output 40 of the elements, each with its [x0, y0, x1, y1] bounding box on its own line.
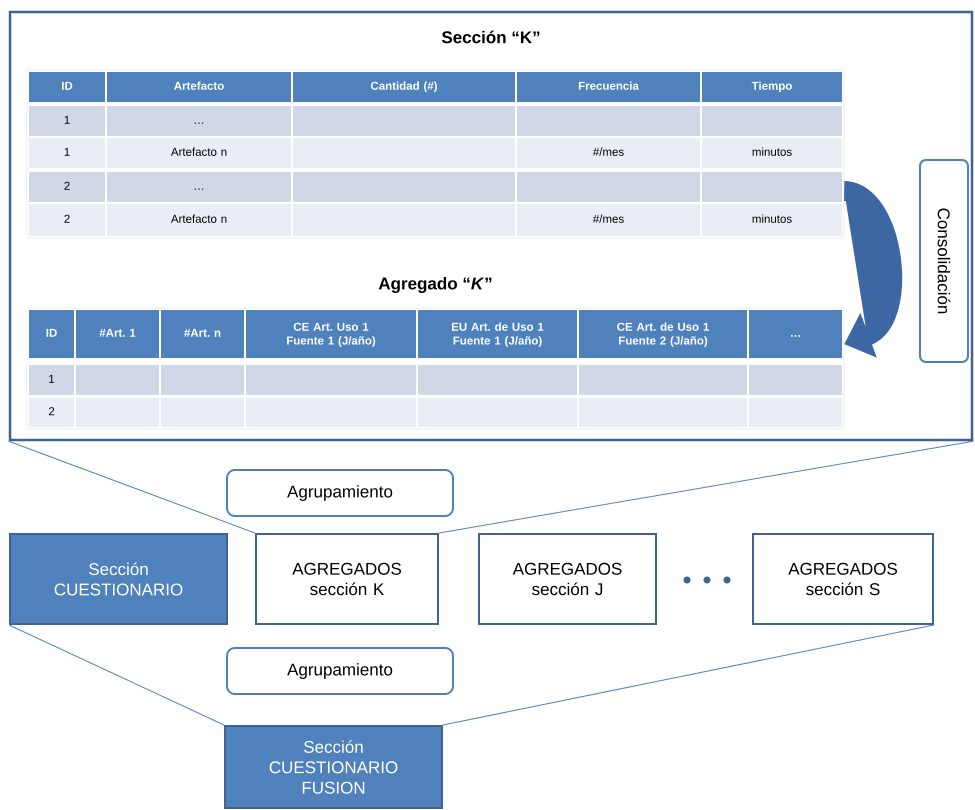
- table-header-cell: Cantidad (#): [293, 72, 515, 102]
- process-box: Consolidación: [919, 159, 969, 363]
- table-header-cell: Frecuencia: [517, 72, 700, 102]
- table-header-cell: CE Art. de Uso 1 Fuente 2 (J/año): [579, 310, 747, 358]
- table-cell: #/mes: [517, 204, 700, 236]
- table-header-cell: ID: [29, 310, 74, 358]
- table-cell: Artefacto n: [107, 204, 291, 236]
- process-box: Sección CUESTIONARIO: [9, 533, 228, 625]
- table-cell: …: [107, 106, 291, 136]
- table-header-cell: CE Art. Uso 1 Fuente 1 (J/año): [246, 310, 416, 358]
- table-header-cell: Artefacto: [107, 72, 291, 102]
- process-box: AGREGADOS sección K: [255, 533, 439, 625]
- process-box: Agrupamiento: [226, 469, 454, 517]
- connector-line: [8, 624, 224, 726]
- table-cell: 2: [29, 398, 74, 427]
- table-cell: 2: [29, 172, 105, 202]
- table-header-cell: Tiempo: [702, 72, 842, 102]
- table-cell: 1: [29, 138, 105, 168]
- table-cell: 2: [29, 204, 105, 236]
- table-header-cell: #Art. 1: [76, 310, 159, 358]
- table-cell: …: [107, 172, 291, 202]
- connector-line: [8, 440, 974, 534]
- process-box: AGREGADOS sección S: [752, 533, 934, 625]
- process-box: Sección CUESTIONARIO FUSION: [224, 725, 443, 809]
- table-header-cell: …: [749, 310, 842, 358]
- table-cell: minutos: [702, 204, 842, 236]
- process-box: AGREGADOS sección J: [478, 533, 657, 625]
- table-header-cell: EU Art. de Uso 1 Fuente 1 (J/año): [418, 310, 577, 358]
- connector-line: [442, 624, 934, 726]
- table-header-cell: #Art. n: [161, 310, 244, 358]
- table-cell: 1: [29, 365, 74, 395]
- table-header-cell: ID: [29, 72, 105, 102]
- block-arrow: [842, 181, 902, 358]
- table-cell: Artefacto n: [107, 138, 291, 168]
- data-table: [26, 70, 844, 238]
- table-cell: 1: [29, 106, 105, 136]
- table-cell: minutos: [702, 138, 842, 168]
- node-label: Agregado “K”: [378, 277, 492, 293]
- process-box: Agrupamiento: [226, 647, 454, 695]
- table-cell: #/mes: [517, 138, 700, 168]
